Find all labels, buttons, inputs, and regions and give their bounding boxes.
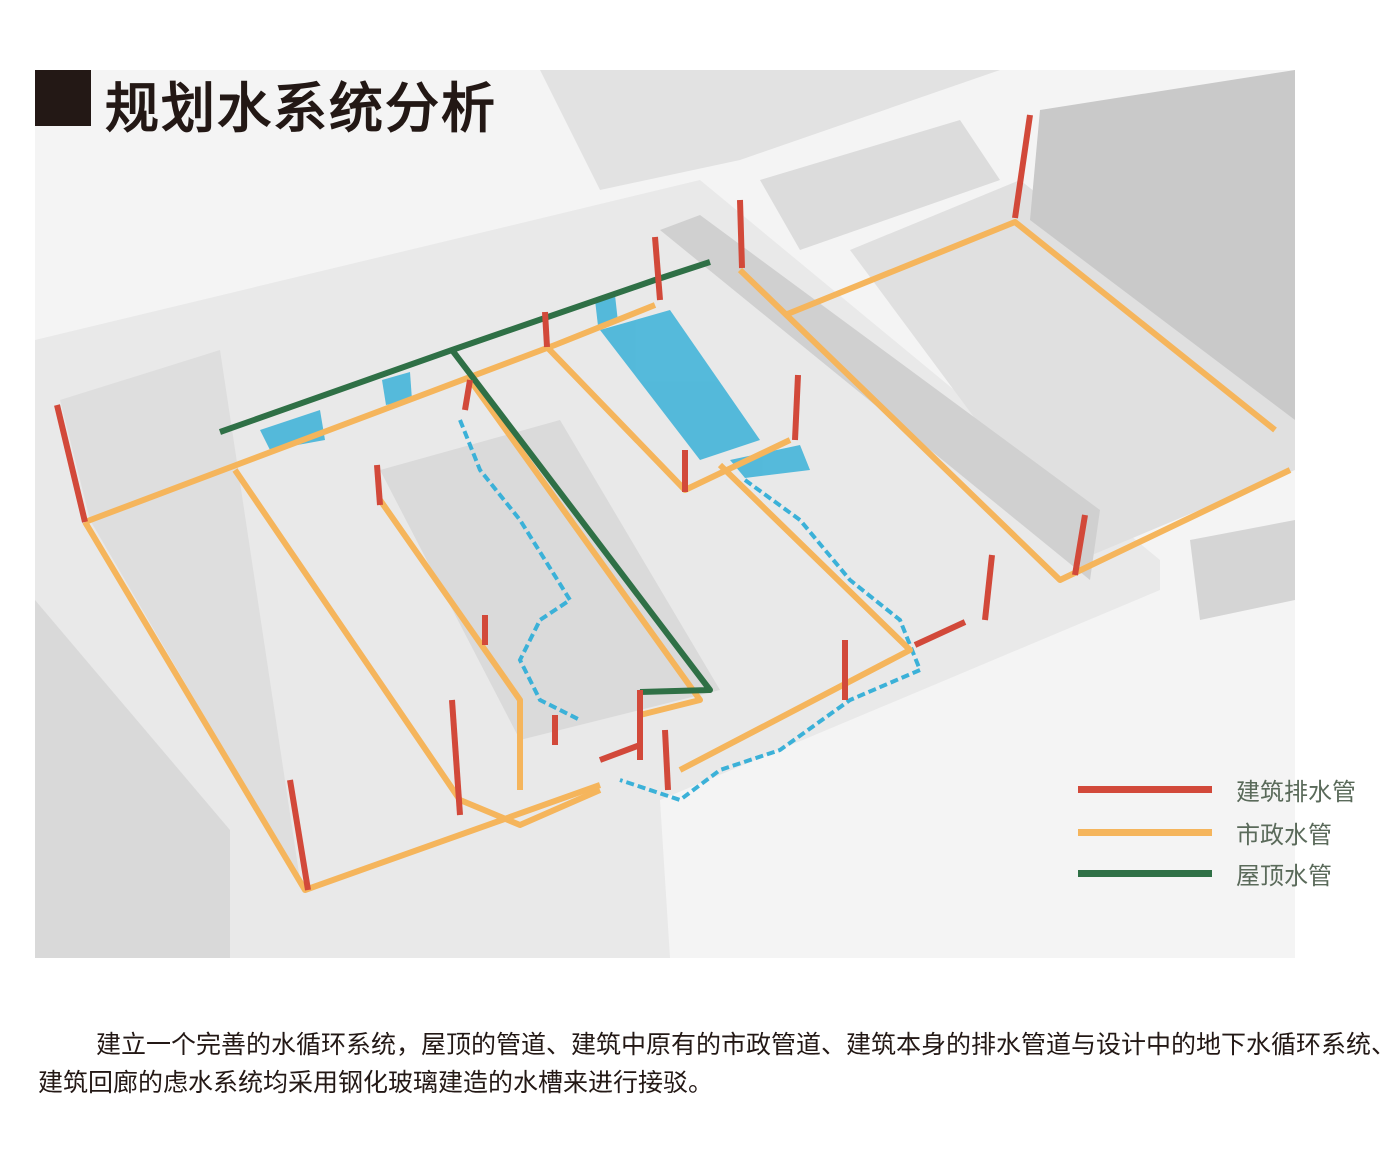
rooftop-water-pipes	[219, 259, 713, 695]
legend-item-municipal: 市政水管	[1078, 815, 1332, 850]
page-title: 规划水系统分析	[105, 76, 497, 140]
municipal-water-pipes	[82, 219, 1292, 893]
water-circulation-path	[458, 419, 923, 803]
title-square-icon	[35, 70, 91, 126]
legend-item-rooftop: 屋顶水管	[1078, 856, 1332, 891]
legend-swatch-red	[1078, 786, 1212, 793]
legend-swatch-green	[1078, 870, 1212, 877]
water-system-axonometric-diagram	[35, 70, 1295, 958]
building-drain-pipes	[54, 114, 1088, 891]
legend-label: 市政水管	[1236, 821, 1332, 849]
caption-paragraph: 建立一个完善的水循环系统，屋顶的管道、建筑中原有的市政管道、建筑本身的排水管道与…	[38, 1030, 1397, 1097]
legend-label: 屋顶水管	[1236, 862, 1332, 890]
site-base	[35, 70, 1295, 958]
legend-swatch-orange	[1078, 829, 1212, 836]
legend-item-building-drain: 建筑排水管	[1078, 772, 1356, 807]
legend-label: 建筑排水管	[1236, 778, 1356, 806]
